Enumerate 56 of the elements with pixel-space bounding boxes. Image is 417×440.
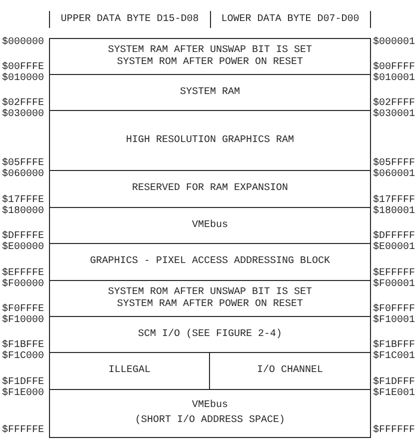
region-label: SCM I/O (SEE FIGURE 2-4) [138, 328, 282, 340]
column-heading: UPPER DATA BYTE D15-D08 [60, 14, 199, 25]
address-label: $180000 [2, 206, 44, 217]
address-label: $F1DFFE [2, 377, 44, 388]
region-label: SYSTEM ROM AFTER POWER ON RESET [116, 56, 304, 68]
address-label: $F00001 [373, 279, 416, 290]
address-label: $00FFFE [2, 62, 44, 73]
region-label: SYSTEM ROM AFTER UNSWAP BIT IS SET [108, 286, 312, 298]
region-label: HIGH RESOLUTION GRAPHICS RAM [126, 134, 294, 146]
region-label: VMEbus [192, 400, 228, 412]
address-label: $E00001 [373, 242, 416, 253]
address-label: $010001 [373, 73, 416, 84]
address-label: $F0FFFF [373, 304, 416, 315]
column-heading: LOWER DATA BYTE D07-D00 [221, 14, 360, 25]
region-label: I/O CHANNEL [256, 365, 323, 377]
address-label: $F00000 [2, 279, 44, 290]
address-label: $F1C000 [2, 351, 44, 362]
address-label: $DFFFFF [373, 231, 416, 242]
region-label: RESERVED FOR RAM EXPANSION [132, 183, 288, 195]
region-label: GRAPHICS - PIXEL ACCESS ADDRESSING BLOCK [90, 256, 330, 268]
address-label: $FFFFFE [2, 425, 44, 436]
address-label: $010000 [2, 73, 44, 84]
address-label: $00FFFF [373, 62, 416, 73]
address-label: $FFFFFF [373, 425, 416, 436]
address-label: $F1C001 [373, 351, 416, 362]
address-label: $EFFFFF [373, 268, 416, 279]
region-label: SYSTEM RAM [180, 86, 240, 98]
address-label: $F1E001 [373, 388, 416, 399]
address-label: $17FFFF [373, 195, 416, 206]
region-label: SYSTEM RAM AFTER UNSWAP BIT IS SET [108, 44, 312, 56]
address-label: $05FFFE [2, 158, 44, 169]
address-label: $F1BFFE [2, 340, 44, 351]
address-label: $E00000 [2, 242, 44, 253]
address-label: $02FFFE [2, 98, 44, 109]
address-label: $F1DFFF [373, 377, 416, 388]
address-label: $030001 [373, 109, 416, 120]
address-label: $F10001 [373, 315, 416, 326]
address-label: $F10000 [2, 315, 44, 326]
address-label: $000000 [2, 37, 44, 48]
address-label: $000001 [373, 37, 416, 48]
region-label: (SHORT I/O ADDRESS SPACE) [134, 415, 286, 427]
region-label: VMEbus [192, 220, 228, 232]
address-label: $05FFFF [373, 158, 416, 169]
address-label: $060000 [2, 169, 44, 180]
address-label: $030000 [2, 109, 44, 120]
address-label: $180001 [373, 206, 416, 217]
address-label: $F0FFFE [2, 304, 44, 315]
address-label: $F1BFFF [373, 340, 416, 351]
address-label: $02FFFF [373, 98, 416, 109]
address-label: $DFFFFE [2, 231, 44, 242]
address-label: $17FFFE [2, 195, 44, 206]
address-label: $F1E000 [2, 388, 44, 399]
address-label: $EFFFFE [2, 268, 44, 279]
address-label: $060001 [373, 169, 416, 180]
region-label: SYSTEM RAM AFTER POWER ON RESET [116, 298, 304, 310]
region-label: ILLEGAL [108, 365, 150, 377]
